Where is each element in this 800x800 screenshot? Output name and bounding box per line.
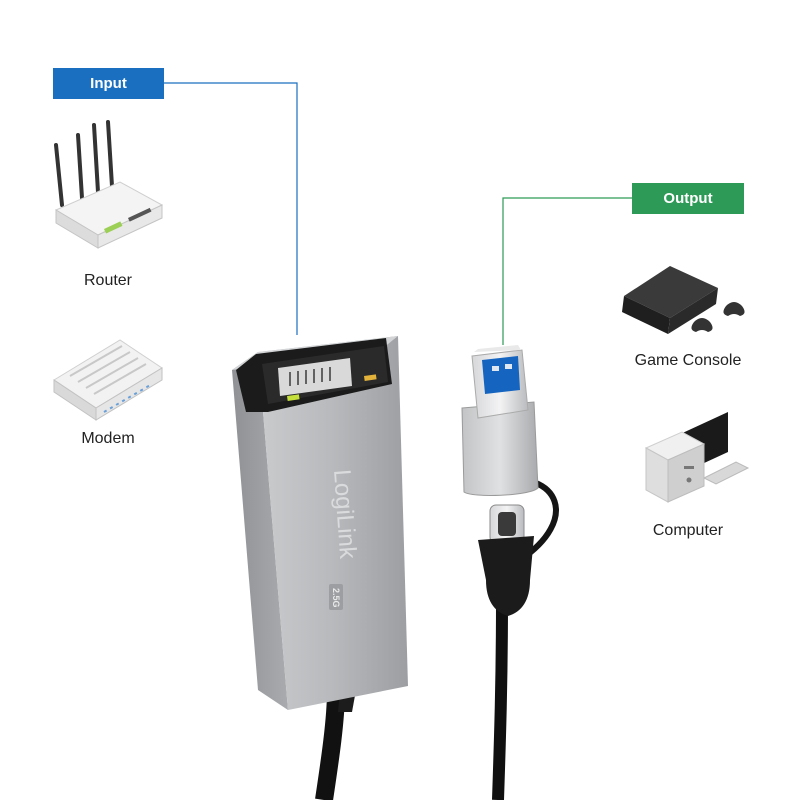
ethernet-adapter-icon: LogiLink 2.5G — [232, 336, 408, 800]
input-tag-label: Input — [90, 75, 127, 92]
modem-label: Modem — [81, 430, 135, 447]
adapter-badge-text: 2.5G — [331, 588, 341, 608]
output-tag-label: Output — [663, 190, 713, 207]
router-label: Router — [83, 272, 133, 289]
input-tag: Input — [53, 68, 164, 99]
computer-label: Computer — [652, 522, 724, 539]
router-icon — [54, 120, 164, 249]
computer-icon — [644, 412, 750, 503]
output-tag-bg — [632, 183, 744, 214]
game-console-label: Game Console — [634, 352, 742, 369]
output-connector-line — [502, 197, 632, 345]
input-tag-bg — [53, 68, 164, 99]
output-tag: Output — [632, 183, 744, 214]
usb-connector-icon — [461, 345, 559, 800]
adapter-brand-text: LogiLink — [328, 469, 361, 561]
modem-icon — [53, 339, 163, 421]
game-console-icon — [622, 266, 745, 334]
input-connector-line — [164, 82, 298, 335]
